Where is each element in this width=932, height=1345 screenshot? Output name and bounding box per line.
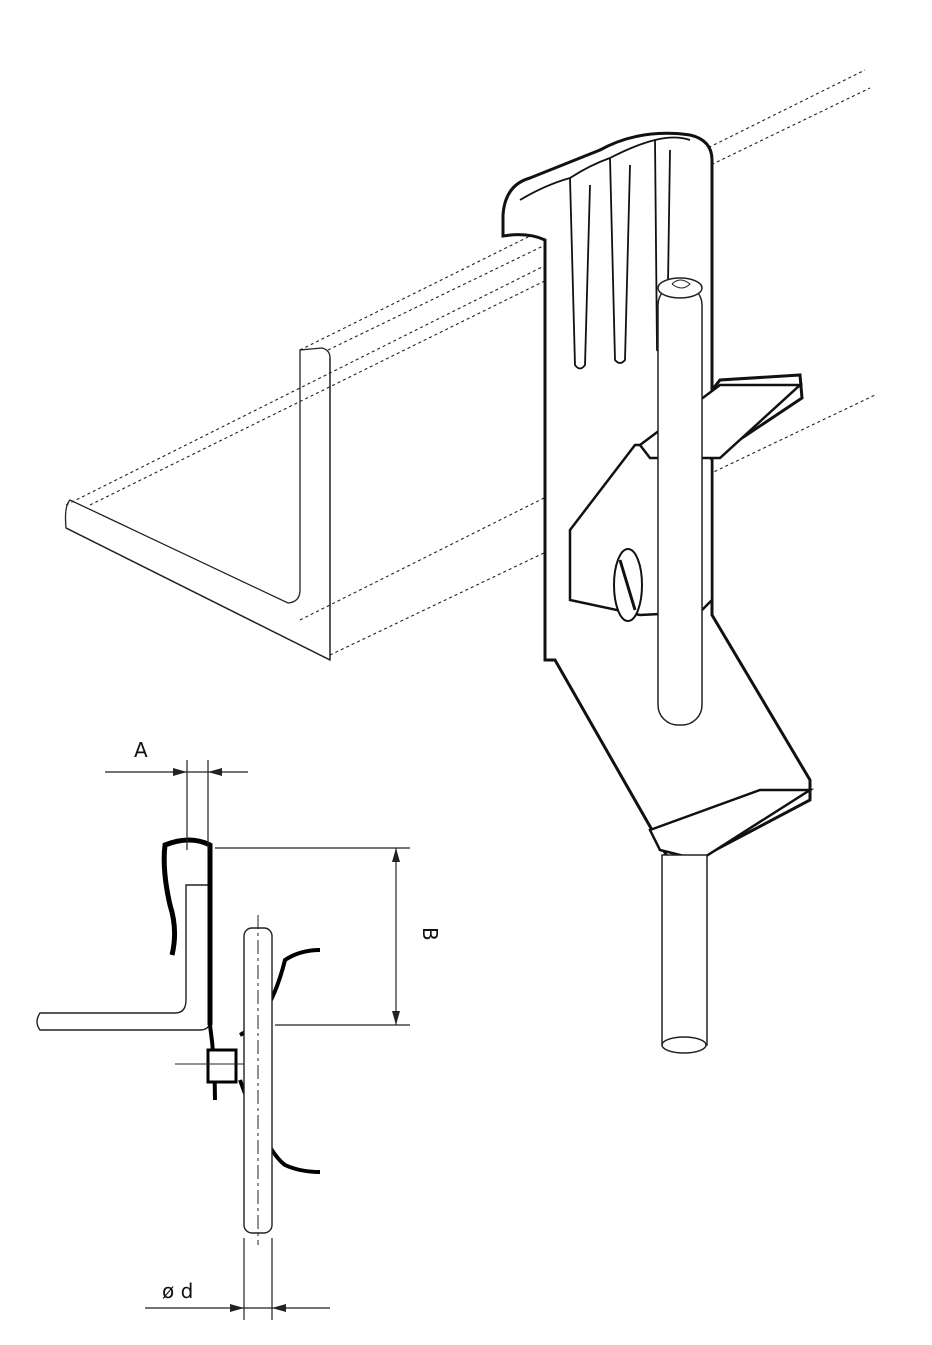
- threaded-rod: [657, 277, 708, 1054]
- dimension-lines: [105, 760, 410, 1320]
- beam-end-face: [64, 347, 331, 662]
- spring-clip: [501, 131, 815, 862]
- beam-edge-lines: [65, 69, 876, 656]
- clip-foot: [648, 788, 815, 862]
- section-view: [36, 837, 321, 1245]
- section-clip: [161, 837, 213, 1025]
- angle-beam: [64, 69, 876, 662]
- dimension-label-b: B: [418, 927, 442, 941]
- section-angle: [36, 884, 211, 1031]
- section-nut: [206, 1048, 238, 1084]
- dimension-label-d: ø d: [162, 1279, 193, 1303]
- dimension-label-a: A: [134, 738, 148, 762]
